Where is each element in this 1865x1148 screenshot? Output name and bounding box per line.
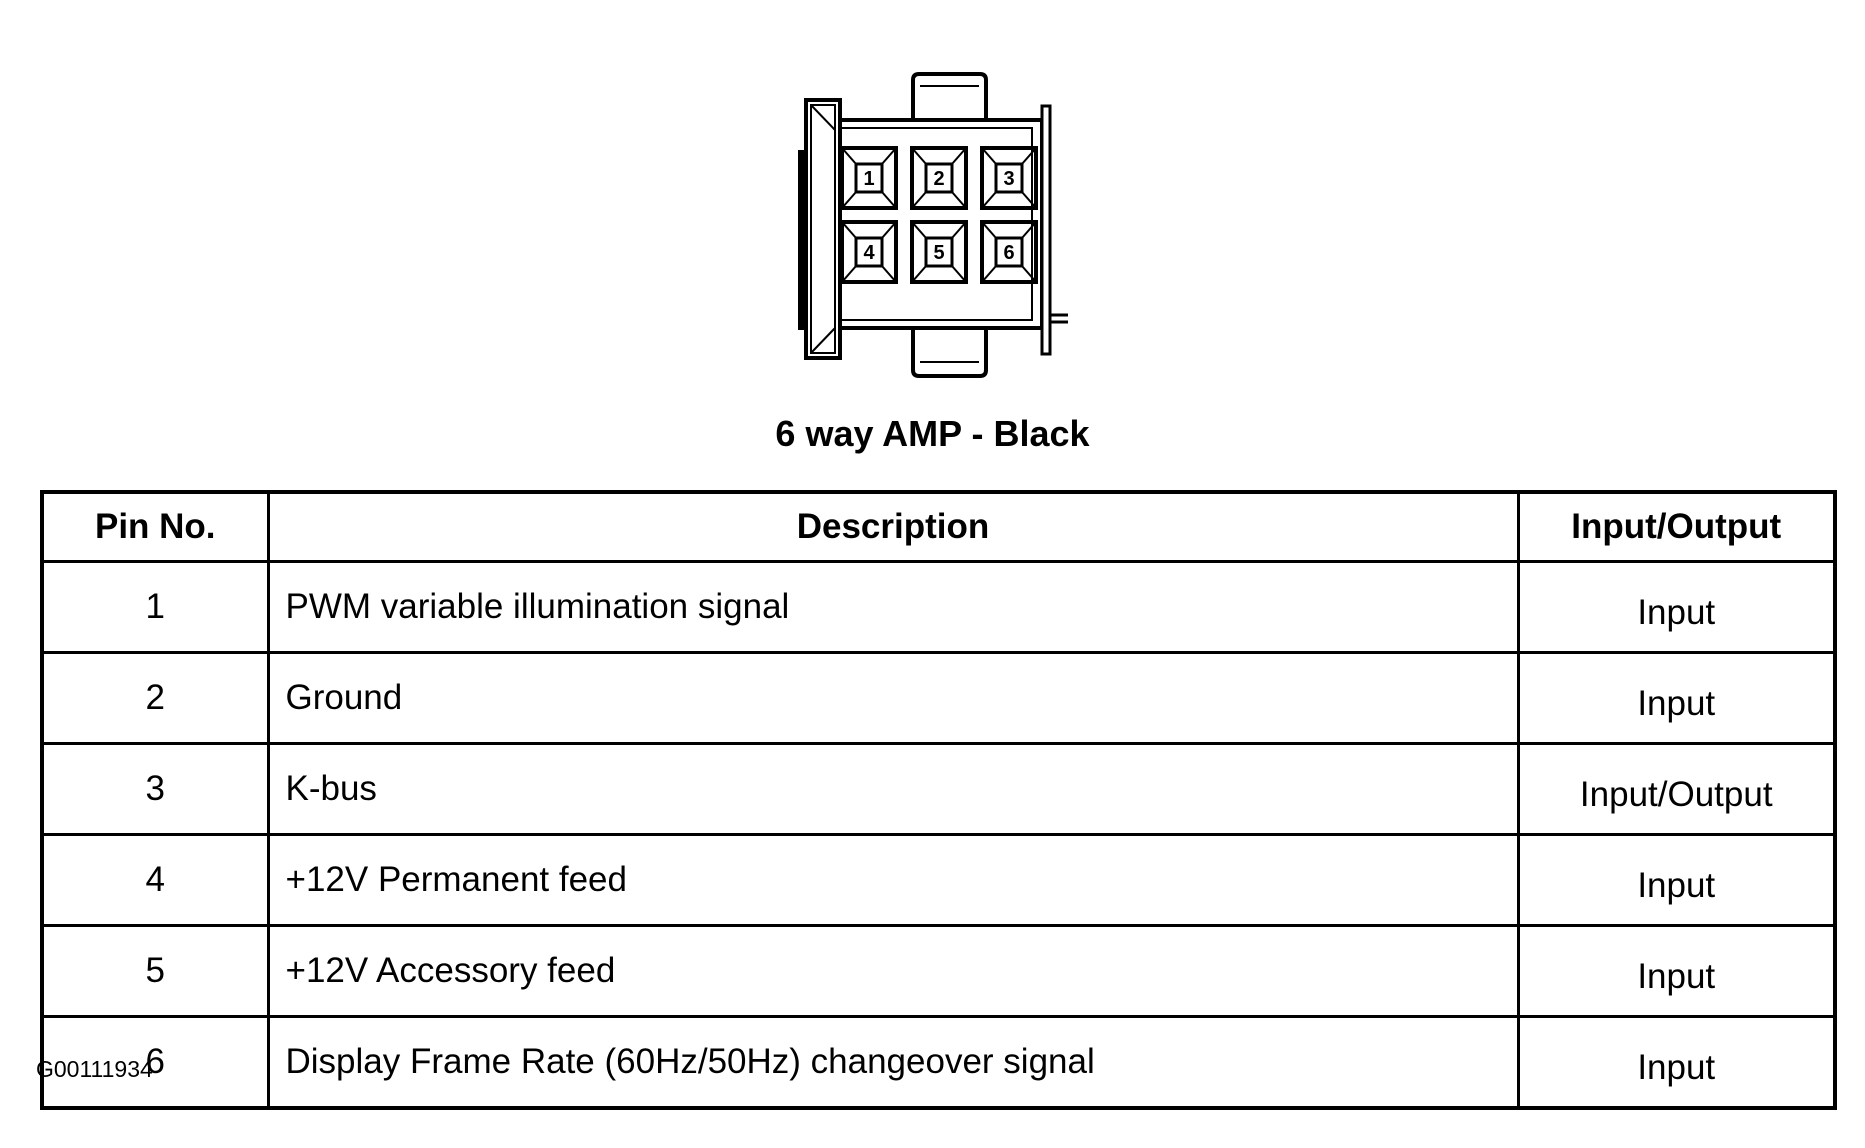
pin-table: Pin No. Description Input/Output 1 PWM v… [40, 490, 1837, 1110]
pin-number-cell: 3 [40, 742, 270, 836]
pin-number-cell: 6 [40, 1015, 270, 1110]
pin-cavity-2: 2 [910, 146, 968, 210]
pin-number-cell: 5 [40, 924, 270, 1018]
pin-number-cell: 1 [40, 560, 270, 654]
description-cell: +12V Permanent feed [266, 833, 1520, 927]
pin-cavity-1: 1 [840, 146, 898, 210]
io-cell: Input [1516, 560, 1837, 654]
table-row: 2 Ground Input [40, 651, 1837, 745]
connector-title: 6 way AMP - Black [775, 413, 1090, 454]
pin-no-header: Pin No. [40, 490, 270, 563]
pin-cavity-4: 4 [840, 220, 898, 284]
io-header: Input/Output [1516, 490, 1837, 563]
io-cell: Input [1516, 833, 1837, 927]
table-row: 4 +12V Permanent feed Input [40, 833, 1837, 927]
table-row: 5 +12V Accessory feed Input [40, 924, 1837, 1018]
pin-cavity-3: 3 [980, 146, 1038, 210]
pin-label: 3 [1003, 168, 1014, 190]
io-cell: Input [1516, 924, 1837, 1018]
io-cell: Input [1516, 1015, 1837, 1110]
io-cell: Input/Output [1516, 742, 1837, 836]
table-header-row: Pin No. Description Input/Output [40, 490, 1837, 563]
pin-label: 1 [863, 168, 874, 190]
io-cell: Input [1516, 651, 1837, 745]
table-row: 3 K-bus Input/Output [40, 742, 1837, 836]
table-row: 1 PWM variable illumination signal Input [40, 560, 1837, 654]
pin-label: 5 [933, 242, 944, 264]
connector-diagram: 1 2 3 4 5 6 [798, 72, 1068, 378]
pin-number-cell: 4 [40, 833, 270, 927]
pin-label: 4 [863, 242, 875, 264]
pin-label: 2 [933, 168, 944, 190]
pin-number-cell: 2 [40, 651, 270, 745]
description-header: Description [266, 490, 1520, 563]
table-row: 6 Display Frame Rate (60Hz/50Hz) changeo… [40, 1015, 1837, 1110]
description-cell: PWM variable illumination signal [266, 560, 1520, 654]
description-cell: K-bus [266, 742, 1520, 836]
pin-label: 6 [1003, 242, 1014, 264]
description-cell: Display Frame Rate (60Hz/50Hz) changeove… [266, 1015, 1520, 1110]
figure-id: G00111934 [36, 1056, 153, 1082]
pin-cavity-6: 6 [980, 220, 1038, 284]
description-cell: +12V Accessory feed [266, 924, 1520, 1018]
description-cell: Ground [266, 651, 1520, 745]
pin-cavity-5: 5 [910, 220, 968, 284]
